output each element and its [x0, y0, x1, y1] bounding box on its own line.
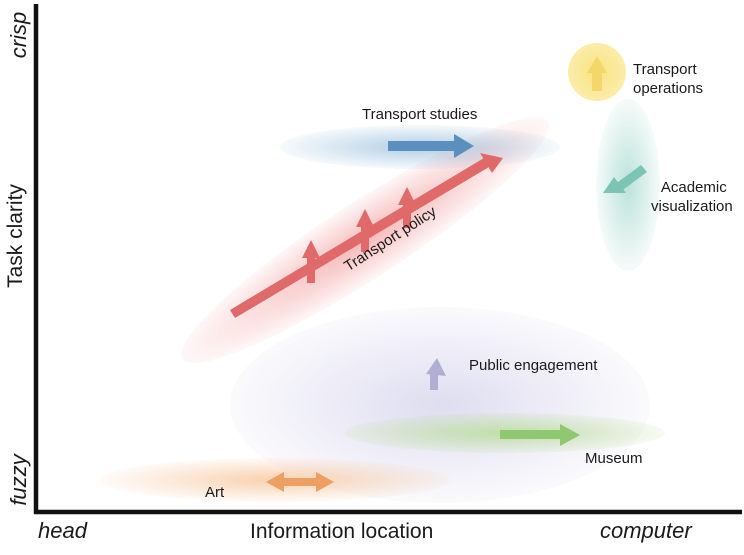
arrow-museum	[500, 424, 580, 446]
arrow-transport-operations	[587, 56, 607, 91]
arrow-transport-policy-up-1	[302, 240, 320, 283]
arrow-transport-policy-main	[230, 153, 503, 318]
academic-visualization-label-line-1: Academic	[660, 179, 727, 196]
transport-studies-label: Transport studies	[362, 106, 478, 123]
x-axis-title: Information location	[250, 520, 434, 543]
y-axis-title: Task clarity	[4, 184, 27, 288]
x-axis-start-label: head	[38, 518, 87, 543]
transport-operations-label: Transport operations	[633, 60, 703, 98]
art-label: Art	[205, 484, 225, 501]
transport-operations-label-line-1: Transport	[633, 61, 697, 78]
arrow-academic-visualization	[603, 165, 647, 193]
y-axis-end-label: crisp	[6, 11, 31, 59]
academic-visualization-label: Academic visualization	[651, 178, 733, 216]
arrow-transport-policy-up-2	[356, 209, 374, 252]
museum-label: Museum	[585, 450, 643, 467]
arrow-art	[266, 472, 334, 492]
x-axis-end-label: computer	[600, 518, 692, 543]
y-axis-start-label: fuzzy	[6, 454, 31, 506]
academic-visualization-label-line-2: visualization	[651, 198, 733, 215]
transport-operations-label-line-2: operations	[633, 80, 704, 97]
region-public-engagement	[230, 307, 650, 503]
public-engagement-label: Public engagement	[469, 357, 598, 374]
arrow-public-engagement	[426, 358, 446, 390]
arrow-transport-policy-up-3	[398, 187, 416, 228]
arrow-transport-studies	[388, 134, 474, 158]
